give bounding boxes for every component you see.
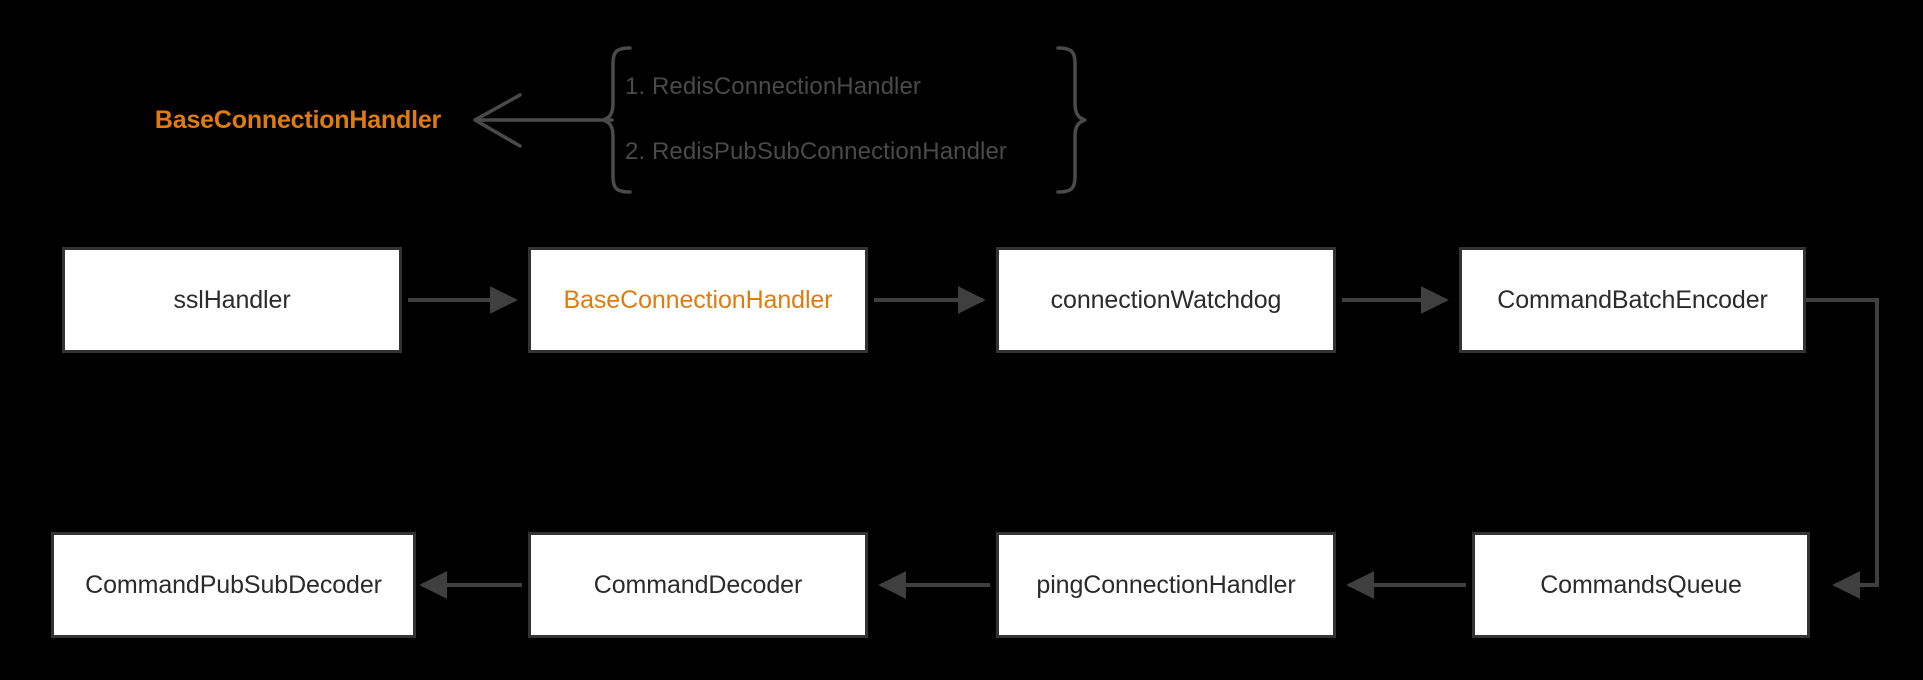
node-connectionwatchdog[interactable]: connectionWatchdog [996,247,1336,353]
node-baseconnectionhandler-label: BaseConnectionHandler [563,285,833,314]
node-commandsqueue[interactable]: CommandsQueue [1472,532,1810,638]
node-commandbatchencoder-label: CommandBatchEncoder [1497,285,1768,314]
edge-commandbatchencoder-to-commandsqueue [1806,298,1879,599]
curly-brace-right-icon [1056,46,1087,194]
node-baseconnectionhandler[interactable]: BaseConnectionHandler [528,247,868,353]
inheritance-left-arrow-icon [473,93,614,148]
subclass-item-1-label: 1. RedisConnectionHandler [625,73,922,100]
node-sslhandler-label: sslHandler [173,285,291,314]
subclass-item-2-label: 2. RedisPubSubConnectionHandler [625,138,1008,165]
node-commandpubsubdecoder-label: CommandPubSubDecoder [85,570,382,599]
curly-brace-left-icon [601,46,632,194]
node-commanddecoder[interactable]: CommandDecoder [528,532,868,638]
inheritance-parent-label: BaseConnectionHandler [154,106,442,134]
node-connectionwatchdog-label: connectionWatchdog [1050,285,1282,314]
node-commandpubsubdecoder[interactable]: CommandPubSubDecoder [51,532,416,638]
node-pingconnectionhandler-label: pingConnectionHandler [1036,570,1296,599]
node-commandsqueue-label: CommandsQueue [1540,570,1742,599]
node-pingconnectionhandler[interactable]: pingConnectionHandler [996,532,1336,638]
node-commanddecoder-label: CommandDecoder [593,570,803,599]
node-commandbatchencoder[interactable]: CommandBatchEncoder [1459,247,1806,353]
node-sslhandler[interactable]: sslHandler [62,247,402,353]
